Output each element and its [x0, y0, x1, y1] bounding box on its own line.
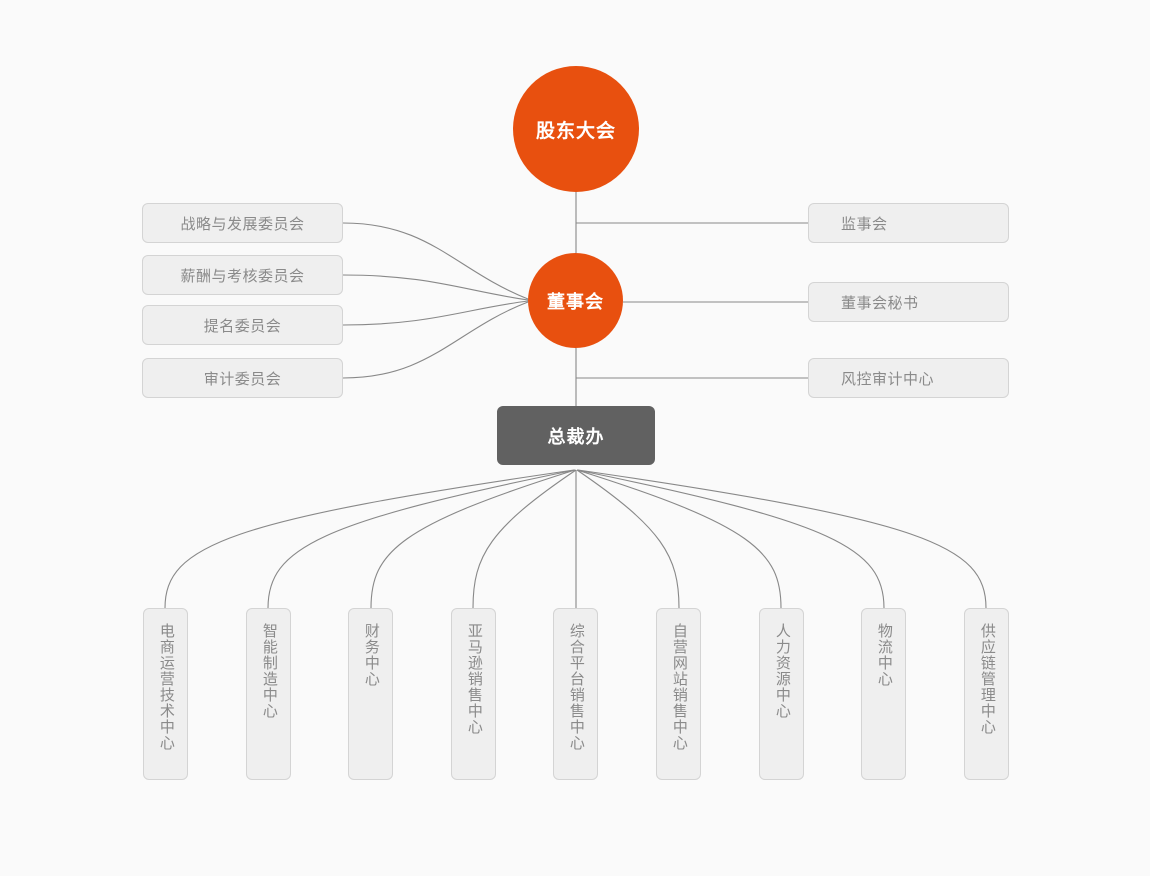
connector-to-dept-1	[164, 469, 575, 609]
node-dept-amazon-sales-label: 亚马逊销售中心	[465, 623, 483, 735]
node-president-office[interactable]: 总裁办	[497, 406, 655, 465]
node-shareholders-meeting-label: 股东大会	[535, 120, 616, 142]
connector-to-dept-9	[577, 469, 987, 609]
node-dept-platform-sales[interactable]: 综合平台销售中心	[553, 608, 598, 780]
node-committee-audit-label: 审计委员会	[203, 370, 282, 388]
node-dept-smart-manufacturing-label: 智能制造中心	[260, 623, 278, 719]
node-board-of-directors[interactable]: 董事会	[528, 253, 623, 348]
connector-to-committee-4	[342, 301, 529, 379]
node-committee-strategy-development[interactable]: 战略与发展委员会	[142, 203, 343, 243]
connector-to-dept-3	[370, 469, 576, 609]
node-dept-smart-manufacturing[interactable]: 智能制造中心	[246, 608, 291, 780]
node-dept-supply-chain[interactable]: 供应链管理中心	[964, 608, 1009, 780]
connector-to-dept-7	[576, 469, 782, 609]
node-dept-human-resources-label: 人力资源中心	[773, 623, 791, 719]
node-dept-ecommerce-tech-label: 电商运营技术中心	[157, 623, 175, 751]
node-dept-ecommerce-tech[interactable]: 电商运营技术中心	[143, 608, 188, 780]
node-committee-audit[interactable]: 审计委员会	[142, 358, 343, 398]
node-dept-own-website-sales[interactable]: 自营网站销售中心	[656, 608, 701, 780]
node-board-secretary[interactable]: 董事会秘书	[808, 282, 1009, 322]
connector-to-committee-2	[342, 274, 529, 301]
node-dept-amazon-sales[interactable]: 亚马逊销售中心	[451, 608, 496, 780]
node-committee-compensation-appraisal-label: 薪酬与考核委员会	[180, 267, 305, 285]
node-risk-audit-center[interactable]: 风控审计中心	[808, 358, 1009, 398]
node-dept-logistics-label: 物流中心	[875, 623, 893, 687]
node-board-of-directors-label: 董事会	[547, 291, 604, 312]
connector-to-dept-2	[267, 469, 576, 609]
node-committee-strategy-development-label: 战略与发展委员会	[180, 215, 305, 233]
node-supervisory-board[interactable]: 监事会	[808, 203, 1009, 243]
node-dept-own-website-sales-label: 自营网站销售中心	[670, 623, 688, 751]
node-president-office-label: 总裁办	[547, 426, 605, 447]
node-committee-nomination[interactable]: 提名委员会	[142, 305, 343, 345]
connector-to-dept-4	[472, 469, 577, 609]
node-supervisory-board-label: 监事会	[841, 215, 888, 233]
connector-to-dept-6	[576, 469, 680, 609]
node-dept-logistics[interactable]: 物流中心	[861, 608, 906, 780]
node-dept-finance[interactable]: 财务中心	[348, 608, 393, 780]
node-committee-nomination-label: 提名委员会	[203, 317, 282, 335]
node-shareholders-meeting[interactable]: 股东大会	[513, 66, 639, 192]
node-board-secretary-label: 董事会秘书	[841, 294, 919, 312]
connector-to-committee-3	[342, 300, 529, 326]
node-dept-platform-sales-label: 综合平台销售中心	[567, 623, 585, 751]
node-risk-audit-center-label: 风控审计中心	[841, 370, 935, 388]
connector-to-dept-8	[576, 469, 885, 609]
connector-to-committee-1	[342, 222, 529, 300]
node-dept-human-resources[interactable]: 人力资源中心	[759, 608, 804, 780]
node-committee-compensation-appraisal[interactable]: 薪酬与考核委员会	[142, 255, 343, 295]
node-dept-finance-label: 财务中心	[362, 623, 380, 687]
node-dept-supply-chain-label: 供应链管理中心	[978, 623, 996, 735]
